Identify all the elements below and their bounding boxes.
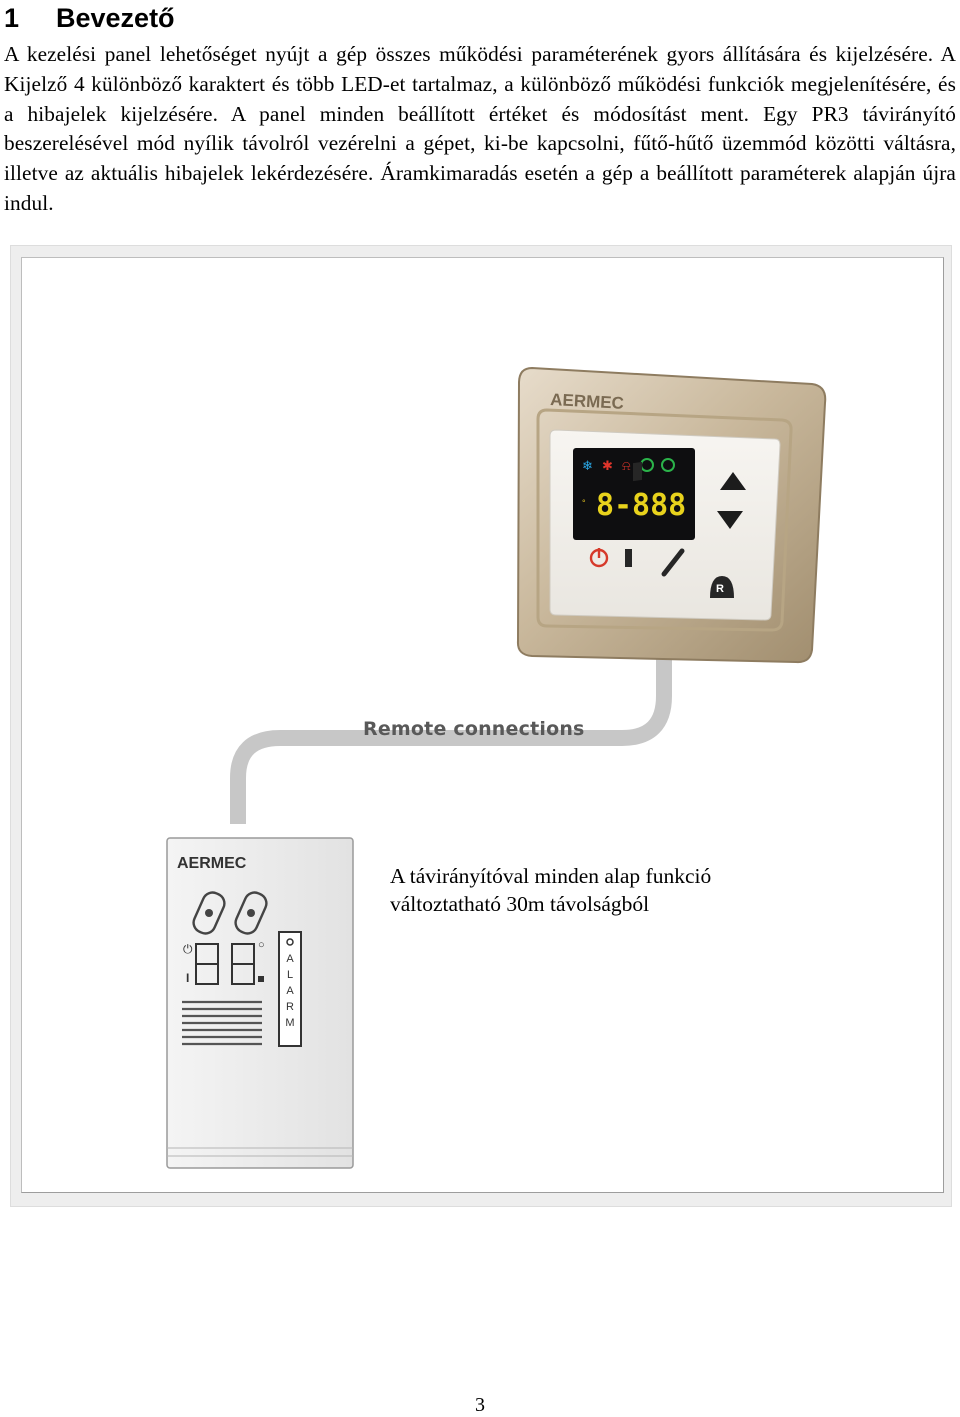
page-number: 3 (475, 1394, 485, 1416)
arrow-down-button[interactable] (717, 511, 743, 529)
caption-line-1: A távirányítóval minden alap funkció (390, 864, 712, 888)
power-on-label: I (186, 971, 189, 985)
alarm-led-icon (286, 938, 294, 946)
figure-frame: AERMEC ❄ ✱ ⍾ ° 8 -888 (10, 245, 952, 1207)
section-heading: 1 Bevezető (4, 2, 175, 34)
alarm-letter: A (286, 985, 294, 997)
figure-caption: A távirányítóval minden alap funkció vált… (390, 862, 711, 918)
controller-brand-logo: AERMEC (177, 855, 247, 872)
section-number: 1 (4, 3, 20, 33)
mode-symbol-icon: ○ (258, 939, 265, 951)
remote-connections-label: Remote connections (363, 718, 585, 740)
figure-canvas: AERMEC ❄ ✱ ⍾ ° 8 -888 (21, 257, 944, 1193)
settings-wrench-icon[interactable] (661, 548, 685, 577)
alarm-strip (278, 931, 302, 1047)
display-value: -888 (614, 488, 686, 523)
cooling-led-icon: ❄ (582, 458, 593, 473)
section-title: Bevezető (56, 3, 175, 33)
heating-led-icon: ✱ (602, 458, 613, 473)
compressor-led-icon (661, 458, 675, 472)
remote-cable (230, 636, 672, 824)
alarm-letter: M (285, 1017, 294, 1029)
intro-paragraph: A kezelési panel lehetőséget nyújt a gép… (4, 42, 956, 215)
figure-illustration: AERMEC ❄ ✱ ⍾ ° 8 -888 (166, 366, 827, 1169)
panel-brand-logo: AERMEC (550, 390, 625, 413)
reset-r-icon: R (716, 583, 724, 595)
selector-knobs[interactable] (190, 889, 269, 936)
ventilation-slots (182, 1000, 262, 1046)
display-digit: 8 (596, 488, 614, 523)
alarm-letter: A (286, 953, 294, 965)
power-button[interactable] (589, 548, 609, 568)
alarm-bell-led-icon: ⍾ (622, 458, 631, 473)
alarm-letter: L (287, 969, 293, 981)
mode-indicator-icon (258, 976, 264, 982)
caption-line-2: változtatható 30m távolságból (390, 892, 650, 916)
power-symbol-icon: ⏻ (183, 942, 193, 956)
alarm-letter: R (286, 1001, 294, 1013)
control-panel: AERMEC ❄ ✱ ⍾ ° 8 -888 (516, 366, 827, 664)
reset-alarm-button[interactable]: R (710, 576, 734, 598)
mode-button[interactable] (625, 461, 642, 567)
temperature-unit-icon: ° (582, 498, 586, 508)
arrow-up-button[interactable] (720, 472, 746, 490)
